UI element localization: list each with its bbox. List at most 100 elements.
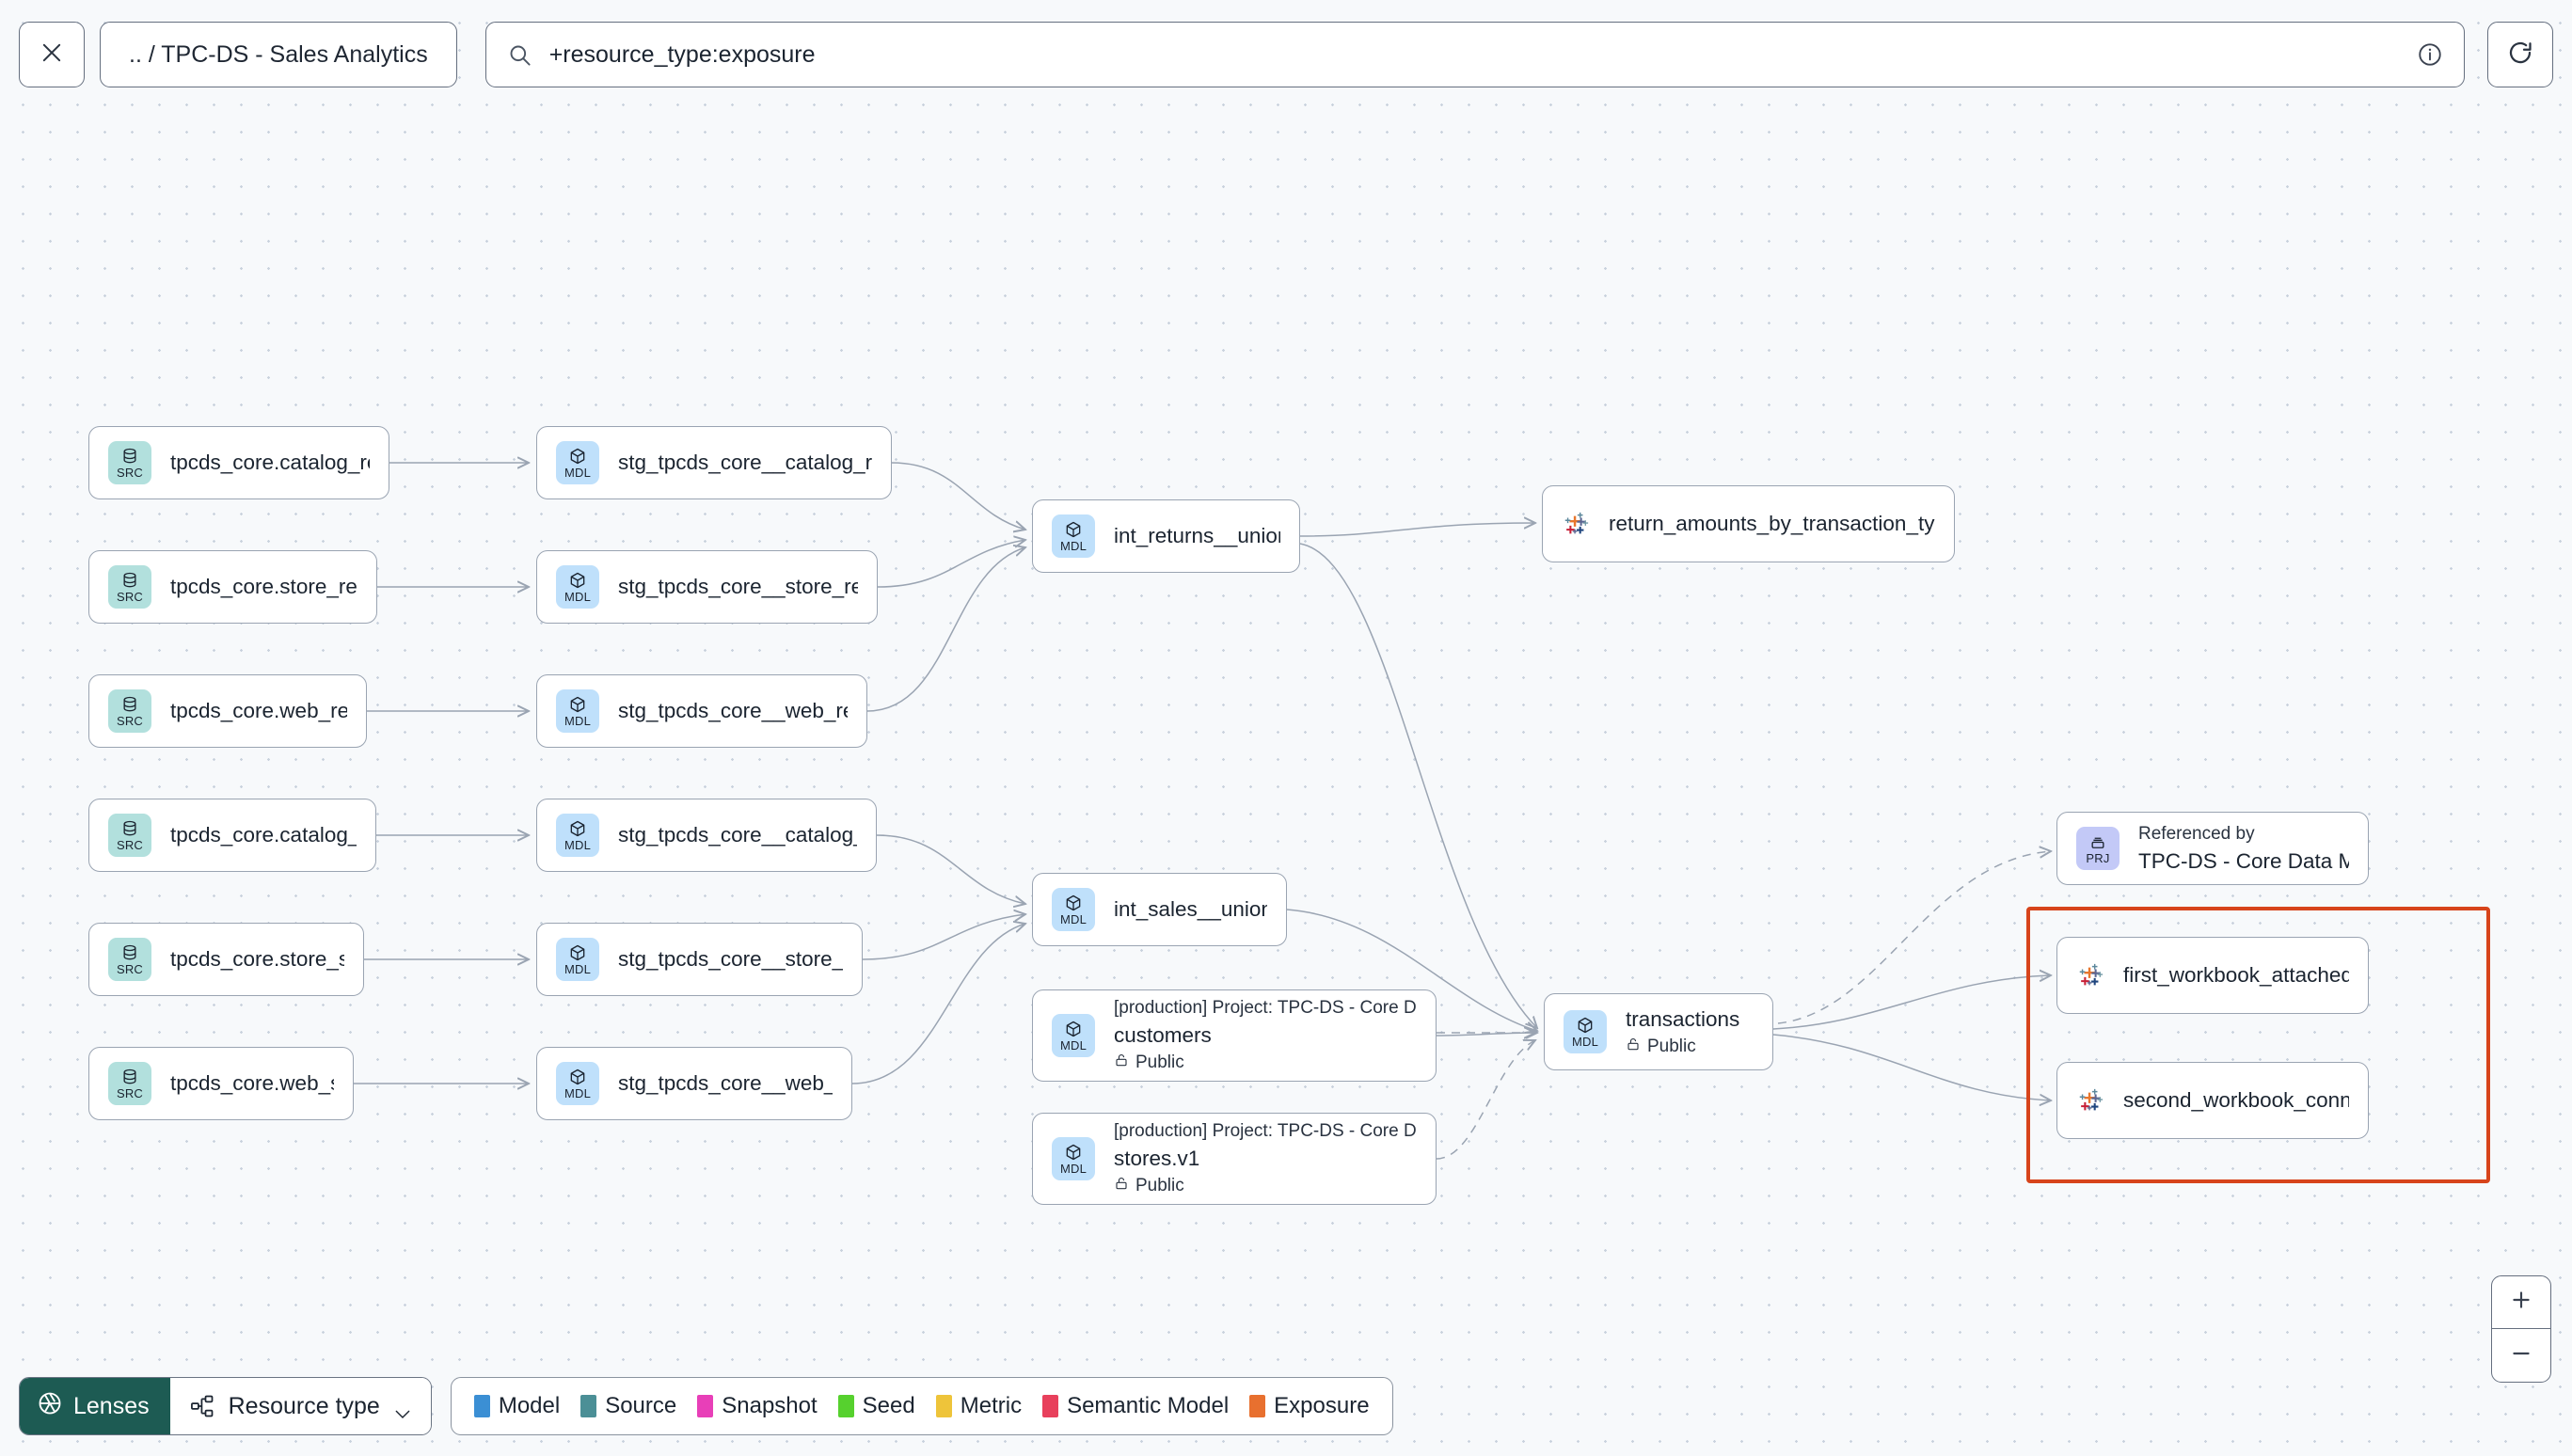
node-stg-web-sales[interactable]: MDL stg_tpcds_core__web_sales [536,1047,852,1120]
node-label: return_amounts_by_transaction_type [1609,512,1935,535]
close-icon [39,40,65,71]
node-src-web-sales[interactable]: SRC tpcds_core.web_sales [88,1047,354,1120]
lens-group: Lenses Resource type [19,1377,432,1435]
node-exposure-second-workbook[interactable]: second_workbook_connected_to_live… [2056,1062,2369,1139]
legend-item-model: Model [473,1393,561,1419]
mdl-badge: MDL [556,565,599,609]
legend-swatch [837,1395,854,1417]
lenses-button[interactable]: Lenses [20,1378,170,1434]
node-src-catalog-sales[interactable]: SRC tpcds_core.catalog_sales [88,799,376,872]
node-access-badge: Public [1114,1176,1417,1196]
node-exposure-first-workbook[interactable]: first_workbook_attached_to_tpc-ds_-_… [2056,937,2369,1014]
node-stg-web-returns[interactable]: MDL stg_tpcds_core__web_returns [536,674,867,748]
legend-swatch [697,1395,714,1417]
legend-swatch [1042,1395,1059,1417]
bottom-toolbar: Lenses Resource type [19,1377,1393,1435]
node-src-store-sales[interactable]: SRC tpcds_core.store_sales [88,923,364,996]
tableau-icon [2076,961,2104,989]
graph-canvas[interactable]: SRC tpcds_core.catalog_returns SRC tpcds… [0,109,2572,1456]
node-customers[interactable]: MDL [production] Project: TPC-DS - Core … [1032,989,1437,1082]
legend-label: Model [498,1393,561,1418]
node-label: tpcds_core.catalog_sales [170,823,357,847]
src-badge-label: SRC [116,1086,144,1100]
src-badge: SRC [108,565,151,609]
refresh-button[interactable] [2487,22,2553,87]
legend-swatch [1249,1395,1266,1417]
mdl-badge: MDL [556,814,599,857]
src-badge-label: SRC [116,466,144,480]
mdl-badge: MDL [556,938,599,981]
mdl-badge-label: MDL [564,466,592,480]
hierarchy-icon [189,1393,215,1419]
node-project-label: [production] Project: TPC-DS - Core Data… [1114,1121,1417,1141]
node-stores-v1[interactable]: MDL [production] Project: TPC-DS - Core … [1032,1113,1437,1205]
node-label: transactions [1626,1006,1740,1031]
unlock-icon [1114,1176,1129,1196]
legend-swatch [935,1395,952,1417]
plus-icon [2509,1288,2533,1317]
resource-type-dropdown[interactable]: Resource type [169,1378,431,1434]
node-return-amounts-by-transaction-type[interactable]: return_amounts_by_transaction_type [1542,485,1955,562]
node-src-store-returns[interactable]: SRC tpcds_core.store_returns [88,550,377,624]
legend-item-snapshot: Snapshot [697,1393,818,1419]
node-prj-referenced-by[interactable]: PRJ Referenced by TPC-DS - Core Data Mod… [2056,812,2369,885]
node-stg-catalog-returns[interactable]: MDL stg_tpcds_core__catalog_returns [536,426,892,499]
legend-label: Source [605,1393,677,1418]
node-access-badge: Public [1626,1037,1739,1057]
access-label: Public [1135,1176,1184,1195]
access-label: Public [1647,1036,1696,1056]
aperture-icon [37,1390,63,1423]
legend-item-source: Source [580,1393,676,1419]
search-bar[interactable] [484,22,2465,87]
node-label: stores.v1 [1114,1147,1200,1170]
mdl-badge-label: MDL [1571,1035,1599,1049]
node-src-web-returns[interactable]: SRC tpcds_core.web_returns [88,674,367,748]
minus-icon [2509,1341,2533,1370]
node-stg-catalog-sales[interactable]: MDL stg_tpcds_core__catalog_sales [536,799,877,872]
node-label: tpcds_core.web_returns [170,699,347,722]
mdl-badge: MDL [1052,514,1095,558]
close-button[interactable] [19,22,85,87]
zoom-in-button[interactable] [2492,1276,2550,1329]
mdl-badge-label: MDL [564,714,592,728]
resource-type-legend: Model Source Snapshot Seed Metric [450,1377,1393,1435]
mdl-badge-label: MDL [564,590,592,604]
src-badge: SRC [108,689,151,733]
mdl-badge: MDL [1052,888,1095,931]
mdl-badge-label: MDL [1059,1162,1088,1176]
breadcrumb[interactable]: .. / TPC-DS - Sales Analytics [100,22,457,87]
legend-swatch [473,1395,490,1417]
zoom-controls[interactable] [2491,1275,2551,1383]
node-label: int_returns__unioned [1114,524,1280,547]
node-label: stg_tpcds_core__web_sales [618,1071,833,1095]
mdl-badge-label: MDL [1059,539,1088,553]
access-label: Public [1135,1052,1184,1072]
node-label: tpcds_core.store_sales [170,947,344,971]
top-toolbar: .. / TPC-DS - Sales Analytics [0,0,2572,109]
legend-item-seed: Seed [837,1393,915,1419]
node-body: transactions Public [1626,1007,1739,1057]
node-stg-store-returns[interactable]: MDL stg_tpcds_core__store_returns [536,550,878,624]
zoom-out-button[interactable] [2492,1329,2550,1382]
node-body: [production] Project: TPC-DS - Core Data… [1114,1121,1417,1196]
mdl-badge: MDL [1564,1010,1607,1053]
search-input[interactable] [548,40,2400,69]
node-label: stg_tpcds_core__catalog_returns [618,451,872,474]
mdl-badge-label: MDL [564,838,592,852]
node-transactions[interactable]: MDL transactions Public [1544,993,1773,1070]
src-badge-label: SRC [116,714,144,728]
legend-swatch [580,1395,597,1417]
node-src-catalog-returns[interactable]: SRC tpcds_core.catalog_returns [88,426,389,499]
chevron-down-icon [393,1400,412,1418]
legend-label: Semantic Model [1067,1393,1230,1418]
info-icon[interactable] [2417,41,2443,68]
node-int-sales-unioned[interactable]: MDL int_sales__unioned [1032,873,1287,946]
search-icon [507,42,532,68]
node-stg-store-sales[interactable]: MDL stg_tpcds_core__store_sales [536,923,863,996]
node-label: first_workbook_attached_to_tpc-ds_-_… [2123,963,2349,987]
node-int-returns-unioned[interactable]: MDL int_returns__unioned [1032,499,1300,573]
node-label: second_workbook_connected_to_live… [2123,1088,2349,1112]
node-label: stg_tpcds_core__store_sales [618,947,843,971]
src-badge: SRC [108,938,151,981]
